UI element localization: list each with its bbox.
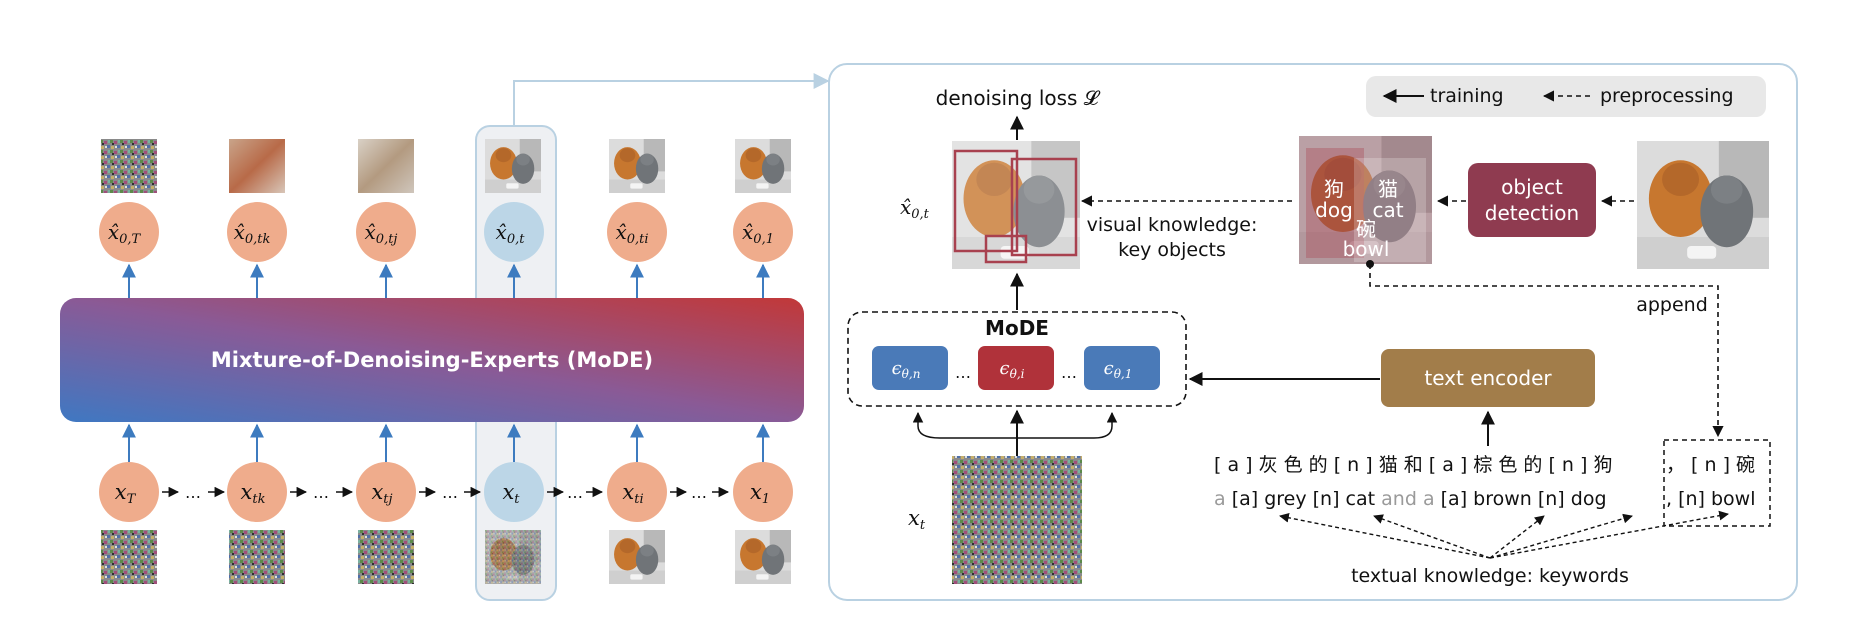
text-encoder-label: text encoder bbox=[1424, 366, 1552, 390]
chain-dots-2: … bbox=[442, 483, 458, 502]
visual-knowledge-line-2: key objects bbox=[1118, 239, 1226, 261]
object-detection-line-2: detection bbox=[1485, 201, 1579, 225]
chain-dots-1: … bbox=[313, 483, 329, 502]
top-node-0 bbox=[99, 202, 159, 262]
chain-dots-4: … bbox=[691, 483, 707, 502]
detection-image bbox=[1299, 136, 1432, 264]
bottom-image-3 bbox=[485, 530, 541, 584]
bottom-node-label-1: xtk bbox=[241, 480, 266, 507]
top-node-1 bbox=[227, 202, 287, 262]
bottom-node-5 bbox=[733, 462, 793, 522]
expert-1 bbox=[1084, 346, 1160, 390]
top-image-clean-ti bbox=[609, 139, 665, 193]
top-images bbox=[101, 139, 791, 193]
bottom-arrows bbox=[122, 423, 770, 462]
bottom-node-label-0: xT bbox=[115, 480, 137, 507]
bottom-image-0 bbox=[101, 530, 157, 584]
bottom-image-2 bbox=[358, 530, 414, 584]
visual-knowledge-line-1: visual knowledge: bbox=[1087, 214, 1258, 236]
bottom-image-1 bbox=[229, 530, 285, 584]
bottom-nodes bbox=[99, 462, 793, 522]
input-image bbox=[1637, 141, 1769, 269]
bottom-node-4 bbox=[607, 462, 667, 522]
detected-en-dog: dog bbox=[1315, 198, 1353, 222]
bottom-images bbox=[101, 530, 791, 584]
object-detection-box bbox=[1468, 163, 1596, 237]
bottom-node-3 bbox=[484, 462, 544, 522]
expert-n bbox=[872, 346, 948, 390]
denoising-loss-label: denoising loss 𝓛 bbox=[936, 86, 1101, 110]
top-node-label-5: x̂0,1 bbox=[742, 220, 774, 247]
bottom-node-label-2: xtj bbox=[371, 480, 392, 507]
detected-region-dog bbox=[1306, 148, 1364, 258]
legend-preprocessing-label: preprocessing bbox=[1600, 85, 1734, 107]
bottom-node-2 bbox=[356, 462, 416, 522]
bottom-node-1 bbox=[227, 462, 287, 522]
detected-zh-dog: 狗 bbox=[1324, 177, 1344, 201]
mode-band bbox=[60, 298, 804, 422]
top-image-clean-1 bbox=[735, 139, 791, 193]
legend bbox=[1366, 76, 1766, 117]
append-arrow bbox=[1369, 264, 1724, 438]
top-node-label-3: x̂0,t bbox=[496, 220, 526, 247]
append-label: append bbox=[1636, 294, 1708, 316]
top-arrows bbox=[122, 263, 770, 298]
top-node-label-0: x̂0,T bbox=[108, 220, 142, 247]
en-caption: a [a] grey [n] cat and a [a] brown [n] d… bbox=[1214, 488, 1607, 510]
detected-zh-cat: 猫 bbox=[1378, 177, 1398, 201]
bbox-bowl bbox=[984, 234, 1028, 264]
top-node-label-2: x̂0,tj bbox=[365, 220, 398, 247]
detected-zh-bowl: 碗 bbox=[1356, 217, 1376, 241]
top-nodes bbox=[99, 202, 793, 262]
chain-dots-0: … bbox=[185, 483, 201, 502]
noisy-input-image bbox=[952, 456, 1082, 584]
xt-label: xt bbox=[908, 506, 926, 533]
expert-1-label: ϵθ,1 bbox=[1104, 358, 1133, 381]
expert-dots-1: … bbox=[1061, 363, 1077, 382]
keyword-arrows bbox=[1279, 510, 1729, 559]
top-node-2 bbox=[356, 202, 416, 262]
mode-band-label: Mixture-of-Denoising-Experts (MoDE) bbox=[211, 348, 653, 372]
text-encoder-box bbox=[1381, 349, 1595, 407]
textual-knowledge-label: textual knowledge: keywords bbox=[1351, 565, 1629, 587]
top-image-faded bbox=[358, 139, 414, 193]
expert-i-label: ϵθ,i bbox=[1000, 358, 1025, 381]
en-caption-ext: , [n] bowl bbox=[1666, 488, 1756, 510]
mode-experts-title: MoDE bbox=[985, 316, 1049, 340]
top-node-3 bbox=[484, 202, 544, 262]
appended-keywords-box bbox=[1663, 439, 1771, 527]
detected-region-cat bbox=[1354, 158, 1426, 262]
mode-experts-box bbox=[847, 311, 1187, 407]
bottom-node-label-3: xt bbox=[502, 480, 520, 507]
bottom-node-0 bbox=[99, 462, 159, 522]
bottom-image-5 bbox=[735, 530, 791, 584]
xhat-label: x̂0,t bbox=[900, 195, 930, 222]
bottom-image-4 bbox=[609, 530, 665, 584]
expert-dots-0: … bbox=[955, 363, 971, 382]
legend-training-label: training bbox=[1430, 85, 1504, 107]
top-node-label-4: x̂0,ti bbox=[615, 220, 648, 247]
zoom-connector bbox=[513, 73, 830, 126]
expert-i bbox=[978, 346, 1054, 390]
zh-caption-ext: ， [ n ] 碗 bbox=[1666, 454, 1755, 476]
top-node-4 bbox=[607, 202, 667, 262]
detected-en-cat: cat bbox=[1372, 198, 1403, 222]
bbox-cat bbox=[1010, 157, 1078, 257]
top-image-blurry bbox=[229, 139, 285, 193]
zh-caption: [ a ] 灰 色 的 [ n ] 猫 和 [ a ] 棕 色 的 [ n ] … bbox=[1214, 454, 1612, 476]
detected-en-bowl: bowl bbox=[1343, 237, 1390, 261]
chain-dots-3: … bbox=[567, 483, 583, 502]
object-detection-line-1: object bbox=[1501, 175, 1563, 199]
top-image-noise bbox=[101, 139, 157, 193]
top-node-label-1: x̂0,tk bbox=[234, 220, 271, 247]
top-image-clean-t bbox=[485, 139, 541, 193]
top-node-5 bbox=[733, 202, 793, 262]
bottom-node-label-5: x1 bbox=[750, 480, 770, 507]
bottom-node-label-4: xti bbox=[622, 480, 643, 507]
expert-n-label: ϵθ,n bbox=[892, 358, 921, 381]
